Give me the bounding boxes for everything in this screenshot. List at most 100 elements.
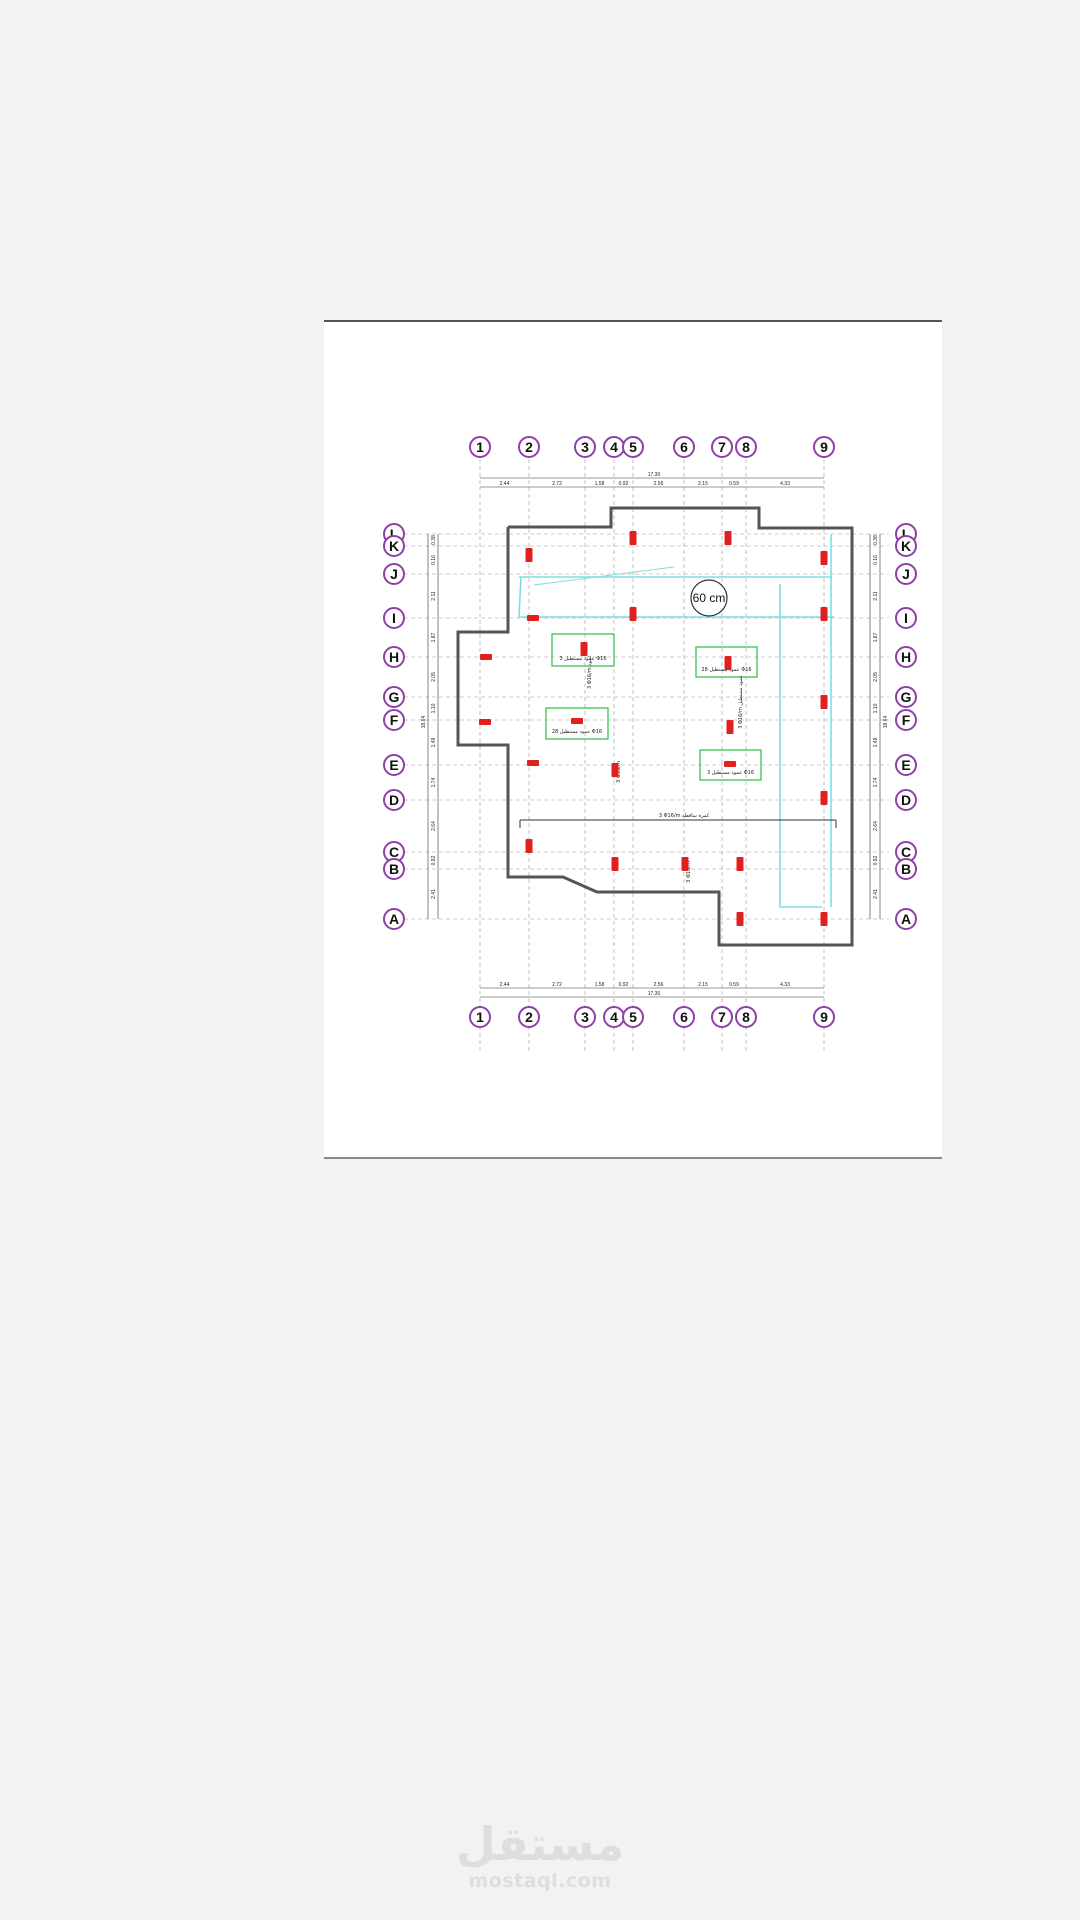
grid-bubble-left-C-label: C — [389, 844, 399, 860]
grid-bubble-right-J-label: J — [902, 566, 910, 582]
grid-bubble-top-5-label: 5 — [629, 439, 637, 455]
grid-bubble-bottom-5-circle — [622, 1006, 644, 1028]
grid-bubble-left-I-circle — [383, 607, 405, 629]
right-spacing-label: 1.10 — [873, 703, 879, 713]
grid-bubble-left-G-label: G — [389, 689, 400, 705]
grid-bubble-left-I-label: I — [392, 610, 396, 626]
grid-bubble-left-E-label: E — [389, 757, 398, 773]
left-spacing-label: 1.10 — [431, 703, 437, 713]
left-spacing-label: 2.41 — [431, 889, 437, 899]
top-spacing-label: 2.15 — [698, 481, 708, 487]
floor-plan-diagram: 2.442.442.722.721.581.580.920.922.562.56… — [383, 436, 917, 1052]
grid-bubble-bottom-3-circle — [574, 1006, 596, 1028]
watermark-logo: مستقل — [455, 1817, 625, 1871]
overall-dimension-bottom: 17.30 — [648, 991, 661, 997]
top-spacing-label: 2.44 — [500, 481, 510, 487]
structural-column — [611, 857, 619, 871]
outer-walls — [456, 506, 854, 947]
structural-column — [736, 912, 744, 926]
top-spacing-label: 0.92 — [619, 481, 629, 487]
structural-column — [820, 912, 828, 926]
top-spacing-label: 0.59 — [729, 481, 739, 487]
right-spacing-label: 0.38 — [873, 535, 879, 545]
grid-bubble-left-A-circle — [383, 908, 405, 930]
grid-bubble-left-K-label: K — [389, 538, 399, 554]
left-spacing-label: 2.64 — [431, 821, 437, 831]
pipe-lines — [518, 534, 834, 908]
grid-bubble-top-5-circle — [622, 436, 644, 458]
bottom-spacing-label: 2.56 — [654, 982, 664, 988]
structural-column — [820, 607, 828, 621]
left-spacing-label: 2.05 — [431, 672, 437, 682]
grid-bubble-right-J-circle — [895, 563, 917, 585]
structural-column — [629, 531, 637, 545]
grid-bubble-right-F-circle — [895, 709, 917, 731]
top-spacing-label: 2.56 — [654, 481, 664, 487]
grid-bubble-top-6-label: 6 — [680, 439, 688, 455]
structural-column — [527, 760, 539, 766]
grid-bubble-top-8-label: 8 — [742, 439, 750, 455]
grid-bubble-top-4-label: 4 — [610, 439, 618, 455]
grid-bubble-left-F-label: F — [390, 712, 399, 728]
vertical-note: 3 Φ16/m — [686, 861, 692, 883]
grid-bubble-top-1-circle — [469, 436, 491, 458]
bottom-spacing-label: 0.92 — [619, 982, 629, 988]
structural-column — [525, 839, 533, 853]
structural-column — [724, 531, 732, 545]
structural-column — [724, 656, 732, 670]
grid-bubble-left-A-label: A — [389, 911, 399, 927]
vertical-note: 3 Φ16/m عمود — [587, 655, 593, 689]
grid-bubble-bottom-3-label: 3 — [581, 1009, 589, 1025]
watermark: مستقل mostaql.com — [0, 1818, 1080, 1892]
grid-bubble-left-G-circle — [383, 686, 405, 708]
callout-label: 60 cm — [693, 591, 726, 605]
grid-bubble-left-B-circle — [383, 858, 405, 880]
dimension-lines: 2.442.442.722.721.581.580.920.922.562.56… — [421, 472, 889, 998]
top-spacing-label: 1.58 — [595, 481, 605, 487]
left-spacing-label: 1.49 — [431, 737, 437, 747]
grid-bubble-bottom-7-circle — [711, 1006, 733, 1028]
grid-bubble-left-D-label: D — [389, 792, 399, 808]
grid-bubble-right-C-label: C — [901, 844, 911, 860]
grid-bubble-left-J-label: J — [390, 566, 398, 582]
annotation-box — [699, 749, 762, 781]
grid-bubble-left-F-circle — [383, 709, 405, 731]
grid-bubble-right-H-label: H — [901, 649, 911, 665]
right-spacing-label: 2.11 — [873, 591, 879, 601]
structural-column — [571, 718, 583, 724]
overall-dimension-left: 18.64 — [421, 716, 427, 729]
grid-bubble-right-B-label: B — [901, 861, 911, 877]
grid-bubble-top-8-circle — [735, 436, 757, 458]
structural-column — [580, 642, 588, 656]
grid-bubble-top-3-label: 3 — [581, 439, 589, 455]
grid-bubble-right-F-label: F — [902, 712, 911, 728]
grid-bubble-left-B-label: B — [389, 861, 399, 877]
bottom-spacing-label: 1.58 — [595, 982, 605, 988]
structural-column — [611, 763, 619, 777]
grid-bubble-right-H-circle — [895, 646, 917, 668]
annotation-box — [551, 633, 615, 667]
grid-bubble-bottom-8-circle — [735, 1006, 757, 1028]
left-spacing-label: 1.74 — [431, 777, 437, 787]
structural-column — [724, 761, 736, 767]
grid-bubble-right-D-circle — [895, 789, 917, 811]
grid-bubble-right-I-circle — [895, 607, 917, 629]
grid-bubble-right-A-circle — [895, 908, 917, 930]
grid-bubble-bottom-5-label: 5 — [629, 1009, 637, 1025]
structural-column — [820, 551, 828, 565]
right-spacing-label: 1.49 — [873, 737, 879, 747]
grid-bubble-top-7-circle — [711, 436, 733, 458]
left-spacing-label: 0.92 — [431, 855, 437, 865]
vertical-note: 3 Φ16/m — [616, 761, 622, 783]
grid-bubble-right-E-label: E — [901, 757, 910, 773]
overall-dimension-top: 17.30 — [648, 472, 661, 478]
annotation-box — [545, 707, 609, 740]
columns — [479, 531, 828, 926]
grid-bubble-left-H-label: H — [389, 649, 399, 665]
grid-bubble-right-K-circle — [895, 535, 917, 557]
grid-bubble-left-K-circle — [383, 535, 405, 557]
grid-bubble-left-E-circle — [383, 754, 405, 776]
